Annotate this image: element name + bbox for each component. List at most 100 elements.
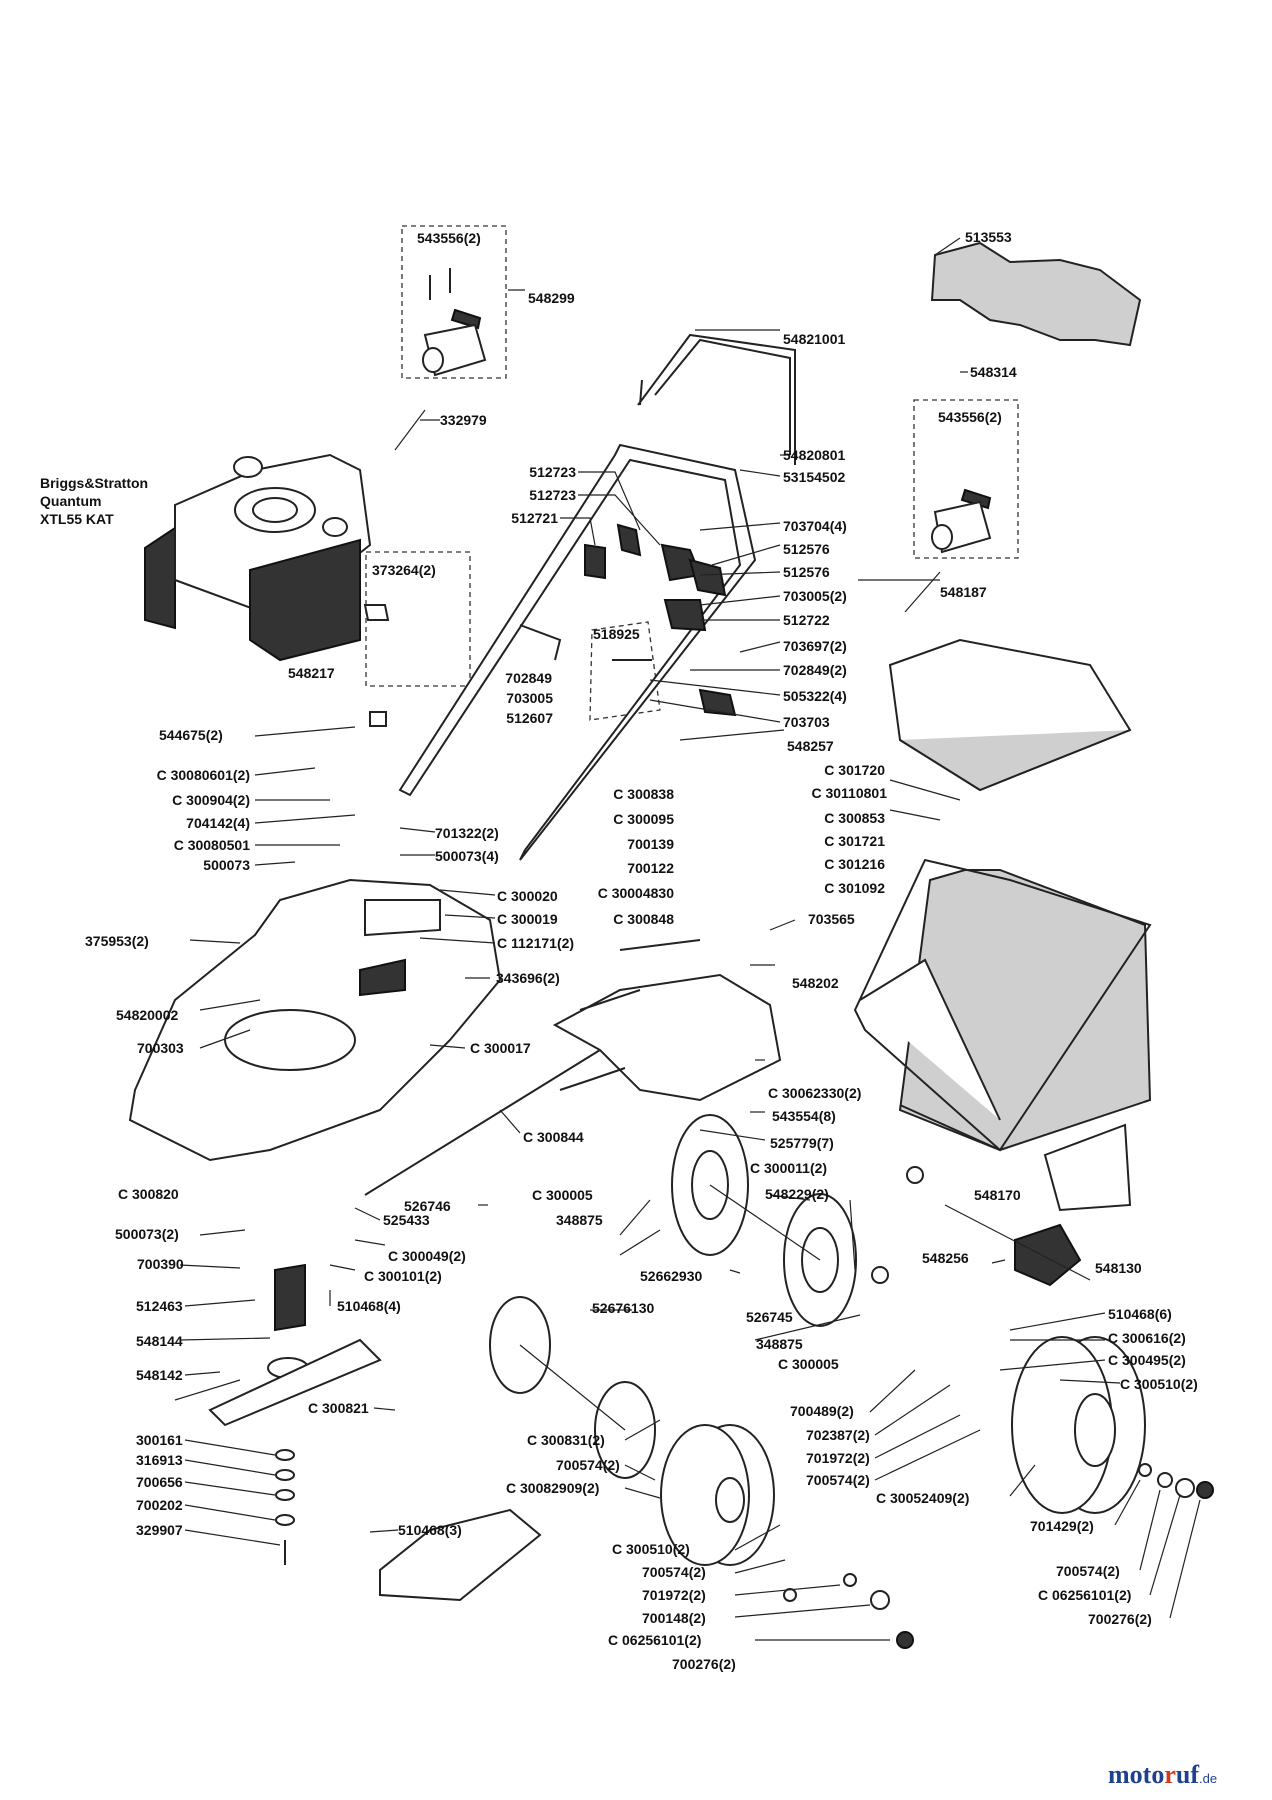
engine-label: Briggs&Stratton Quantum XTL55 KAT bbox=[40, 474, 148, 528]
label-700574-r: 700574(2) bbox=[806, 1472, 870, 1488]
engine bbox=[144, 453, 372, 662]
label-c30080601: C 30080601(2) bbox=[156, 767, 250, 783]
label-704142: 704142(4) bbox=[186, 815, 250, 831]
label-548217: 548217 bbox=[288, 665, 335, 681]
label-329907: 329907 bbox=[136, 1522, 183, 1538]
watermark-domain: .de bbox=[1199, 1771, 1218, 1786]
label-c300095: C 300095 bbox=[613, 811, 674, 827]
rear-axle-rod bbox=[364, 1049, 601, 1196]
label-348875-b: 348875 bbox=[756, 1336, 803, 1352]
label-348875: 348875 bbox=[556, 1212, 603, 1228]
label-c300838: C 300838 bbox=[613, 786, 674, 802]
label-544675: 544675(2) bbox=[159, 727, 223, 743]
label-700489: 700489(2) bbox=[790, 1403, 854, 1419]
label-702849: 702849 bbox=[505, 670, 552, 686]
label-c112171: C 112171(2) bbox=[497, 935, 575, 951]
label-300161: 300161 bbox=[136, 1432, 183, 1448]
label-548187: 548187 bbox=[940, 584, 987, 600]
label-700574: 700574(2) bbox=[556, 1457, 620, 1473]
label-525433: 525433 bbox=[383, 1212, 430, 1228]
kit-box-548299 bbox=[401, 225, 507, 379]
label-700122: 700122 bbox=[627, 860, 674, 876]
label-548256: 548256 bbox=[922, 1250, 969, 1266]
label-c300616: C 300616(2) bbox=[1108, 1330, 1186, 1346]
label-c301720: C 301720 bbox=[824, 762, 885, 778]
label-c300510: C 300510(2) bbox=[1120, 1376, 1198, 1392]
handle-assembly bbox=[398, 333, 796, 861]
label-54820801: 54820801 bbox=[783, 447, 846, 463]
label-512722: 512722 bbox=[783, 612, 830, 628]
label-512723-b: 512723 bbox=[529, 487, 576, 503]
label-703697: 703697(2) bbox=[783, 638, 847, 654]
label-700148: 700148(2) bbox=[642, 1610, 706, 1626]
label-c301216: C 301216 bbox=[824, 856, 885, 872]
label-c300019: C 300019 bbox=[497, 911, 558, 927]
label-512576-a: 512576 bbox=[783, 541, 830, 557]
label-c30110801: C 30110801 bbox=[811, 785, 887, 801]
label-543556-right: 543556(2) bbox=[938, 409, 1002, 425]
label-513553: 513553 bbox=[965, 229, 1012, 245]
label-526745: 526745 bbox=[746, 1309, 793, 1325]
label-543554: 543554(8) bbox=[772, 1108, 836, 1124]
label-700139: 700139 bbox=[627, 836, 674, 852]
label-512723-a: 512723 bbox=[529, 464, 576, 480]
washers-and-nuts bbox=[783, 1166, 1214, 1649]
label-548142: 548142 bbox=[136, 1367, 183, 1383]
label-52676130: 52676130 bbox=[592, 1300, 655, 1316]
label-548257: 548257 bbox=[787, 738, 834, 754]
kit-box-548217 bbox=[365, 551, 471, 687]
label-375953: 375953(2) bbox=[85, 933, 149, 949]
label-548299: 548299 bbox=[528, 290, 575, 306]
label-c300853: C 300853 bbox=[824, 810, 885, 826]
control-cable-kit-right bbox=[904, 488, 992, 613]
watermark-suffix: uf bbox=[1175, 1760, 1199, 1789]
label-512721: 512721 bbox=[511, 510, 558, 526]
label-c300904: C 300904(2) bbox=[172, 792, 250, 808]
label-54820002: 54820002 bbox=[116, 1007, 179, 1023]
label-701322: 701322(2) bbox=[435, 825, 499, 841]
label-53154502: 53154502 bbox=[783, 469, 846, 485]
kit-box-518925 bbox=[589, 621, 661, 721]
label-c300017: C 300017 bbox=[470, 1040, 531, 1056]
label-510468-6: 510468(6) bbox=[1108, 1306, 1172, 1322]
label-c06256101-far: C 06256101(2) bbox=[1038, 1587, 1132, 1603]
label-548314: 548314 bbox=[970, 364, 1017, 380]
watermark-mark: r bbox=[1164, 1760, 1176, 1789]
label-c300011: C 300011(2) bbox=[750, 1160, 828, 1176]
label-c300005: C 300005 bbox=[532, 1187, 593, 1203]
label-700656: 700656 bbox=[136, 1474, 183, 1490]
label-c300049: C 300049(2) bbox=[388, 1248, 466, 1264]
handle-brackets bbox=[363, 523, 737, 727]
label-52662930: 52662930 bbox=[640, 1268, 703, 1284]
label-701429: 701429(2) bbox=[1030, 1518, 1094, 1534]
label-548202: 548202 bbox=[792, 975, 839, 991]
label-c30082909: C 30082909(2) bbox=[506, 1480, 600, 1496]
label-500073-4: 500073(4) bbox=[435, 848, 499, 864]
label-518925: 518925 bbox=[593, 626, 640, 642]
label-c300020: C 300020 bbox=[497, 888, 558, 904]
engine-label-line-3: XTL55 KAT bbox=[40, 511, 114, 527]
front-wheel-assembly bbox=[489, 1296, 775, 1566]
label-c30062330: C 30062330(2) bbox=[768, 1085, 862, 1101]
kit-box-548314 bbox=[913, 399, 1019, 559]
mower-deck bbox=[128, 878, 502, 1162]
label-c30052409: C 30052409(2) bbox=[876, 1490, 970, 1506]
label-c300510-front: C 300510(2) bbox=[612, 1541, 690, 1557]
label-700303: 700303 bbox=[137, 1040, 184, 1056]
label-543556: 543556(2) bbox=[417, 230, 481, 246]
label-343696: 343696(2) bbox=[496, 970, 560, 986]
label-c300005-b: C 300005 bbox=[778, 1356, 839, 1372]
label-c30004830: C 30004830 bbox=[597, 885, 674, 901]
rear-flap-548202 bbox=[552, 939, 782, 1102]
gearbox-548130 bbox=[944, 1204, 1091, 1287]
label-510468-4: 510468(4) bbox=[337, 1298, 401, 1314]
label-703704: 703704(4) bbox=[783, 518, 847, 534]
leader-lines bbox=[174, 237, 1201, 1641]
label-512607: 512607 bbox=[506, 710, 553, 726]
label-702849-2: 702849(2) bbox=[783, 662, 847, 678]
label-700202: 700202 bbox=[136, 1497, 183, 1513]
label-700390: 700390 bbox=[137, 1256, 184, 1272]
grass-box bbox=[853, 638, 1152, 1152]
watermark-logo: motoruf.de bbox=[1108, 1760, 1217, 1790]
